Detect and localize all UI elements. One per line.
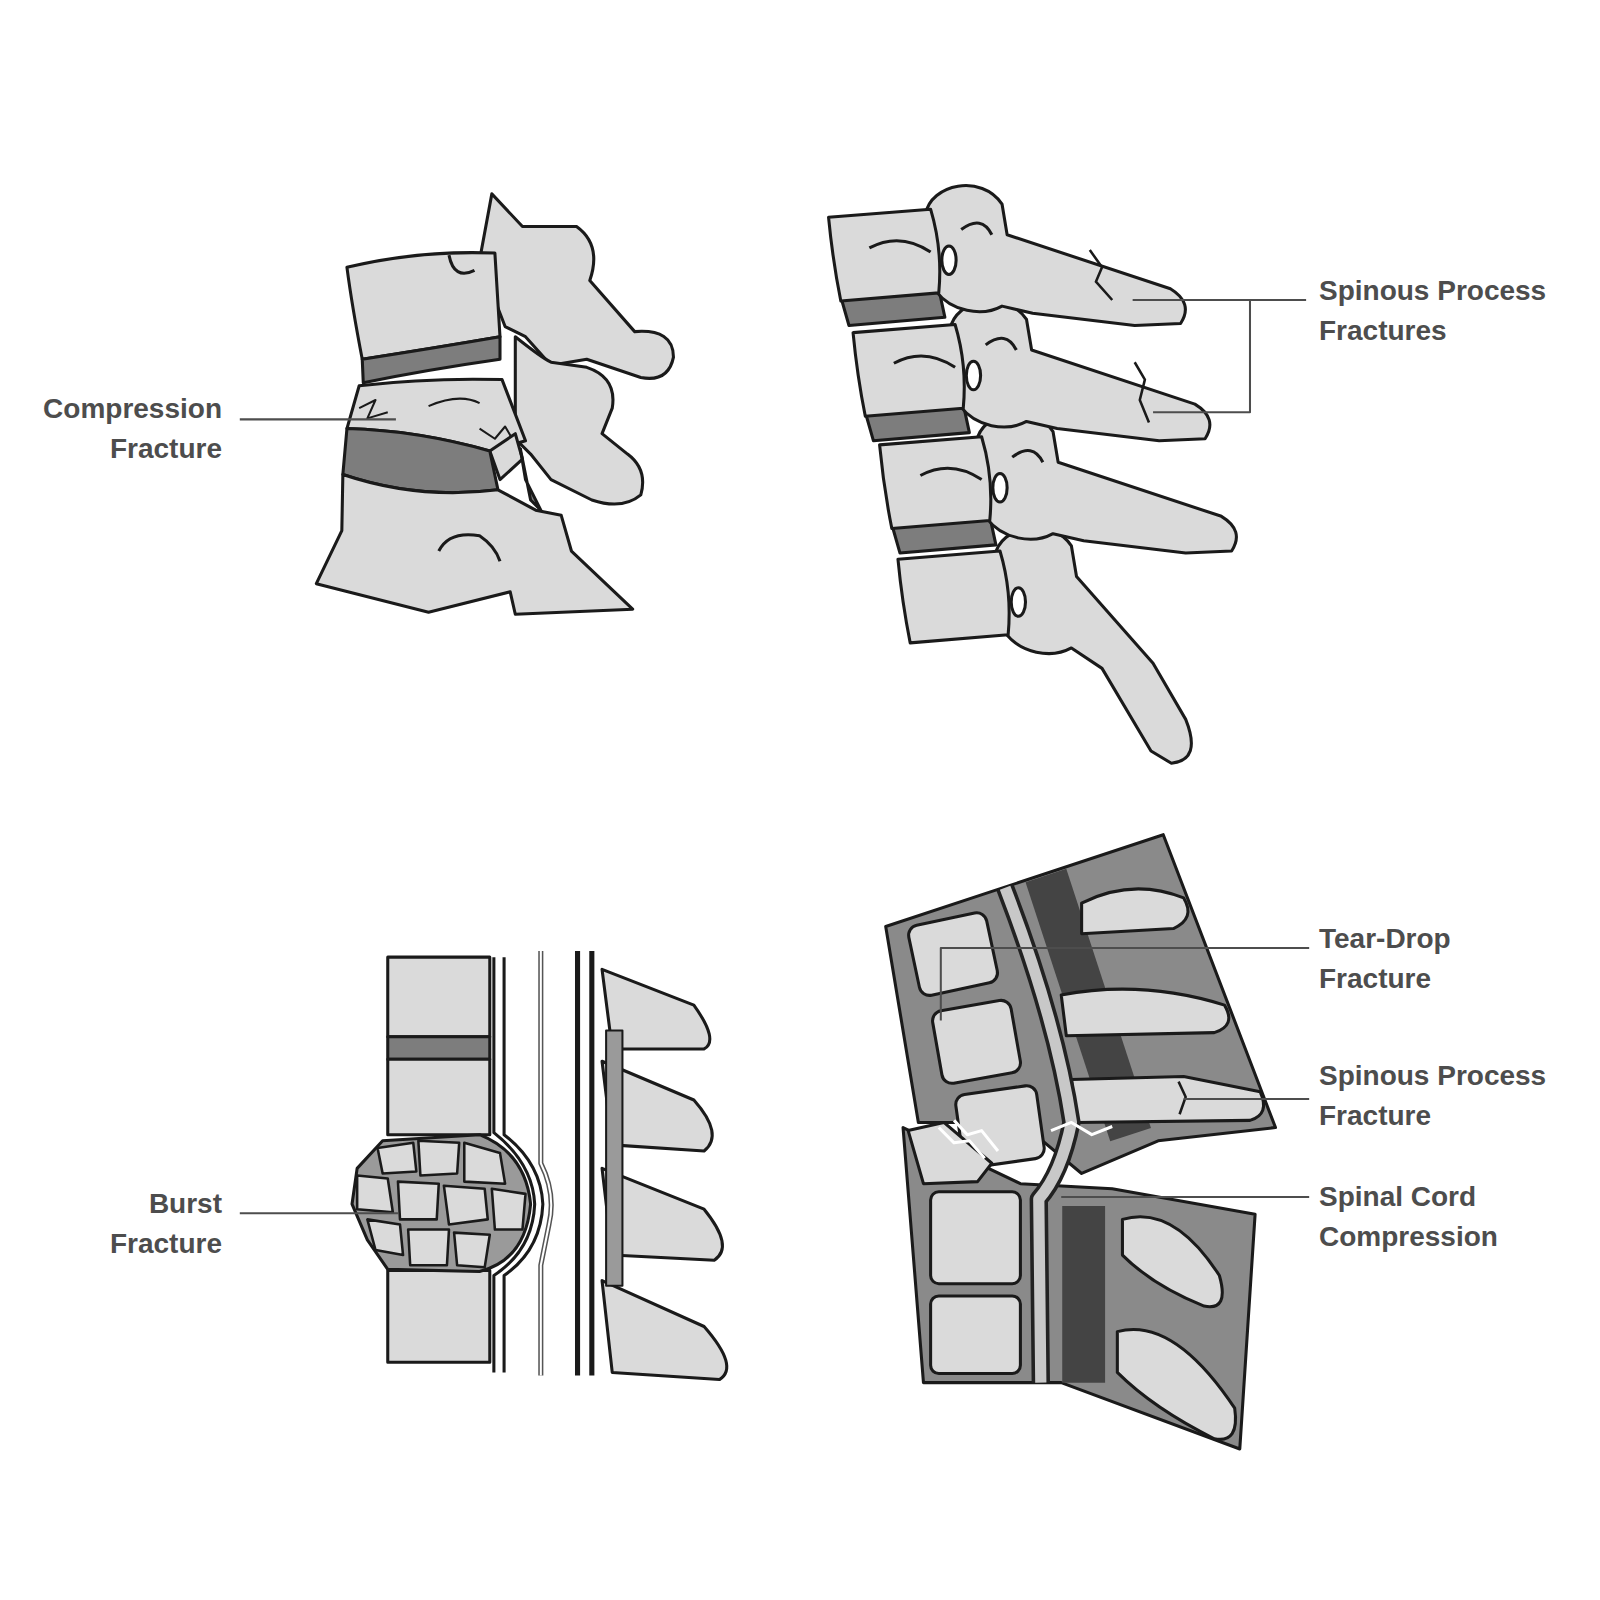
callout-label-box: Spinous Process Fracture [1319,1056,1559,1136]
burst-column-part [388,1037,490,1059]
leader-lines [240,300,1309,1213]
burst-column-part [606,1031,622,1286]
burst-column-part [578,951,592,1375]
teardrop-column-part [939,1120,998,1158]
callout-label: Compression Fracture [22,389,222,469]
compression-vertebrae-part [480,194,674,379]
burst-column-part [504,957,543,1372]
teardrop-column-part [1122,1217,1222,1307]
spinous-vertebrae-part [829,186,1186,326]
teardrop-column-part [1005,888,1071,1383]
callout-label: Tear-Drop Fracture [1319,919,1559,999]
leader-lines-part [240,1212,398,1214]
teardrop-column-part [1117,1329,1235,1439]
callout-label-box: Spinal Cord Compression [1319,1177,1559,1257]
teardrop-column-part [1062,1206,1105,1383]
spinous-vertebrae-part [995,527,1191,763]
teardrop-column-part [1051,1122,1112,1134]
teardrop-column-part [931,1296,1021,1374]
callout-label: Spinal Cord Compression [1319,1177,1559,1257]
teardrop-column-part [1082,889,1188,934]
leader-lines-part [240,418,396,420]
callout-label-box: Tear-Drop Fracture [1319,919,1559,999]
teardrop-column-part [907,911,1000,997]
burst-column-part [388,1270,490,1362]
compression-vertebrae-part [449,255,475,273]
callout-label-box: Burst Fracture [52,1184,222,1264]
burst-column-part [602,1281,727,1380]
burst-column-part [494,957,535,1372]
callout-label: Burst Fracture [52,1184,222,1264]
compression-vertebrae-part [520,449,540,510]
teardrop-column-part [1061,989,1229,1036]
burst-column [352,951,727,1380]
burst-column-part [388,957,490,1037]
compression-vertebrae-part [515,337,642,504]
leader-lines-part [941,948,1309,1020]
burst-column-part [352,1135,531,1272]
spinous-vertebrae-part [1011,588,1025,617]
compression-vertebrae-part [439,535,500,562]
callout-label: Spinous Process Fractures [1319,271,1559,351]
burst-column-part [541,951,551,1375]
leader-lines-part [1061,1196,1309,1198]
compression-vertebrae [316,194,673,614]
fracture-illustration-part [240,186,1309,1449]
spinous-vertebrae [829,186,1237,764]
leader-lines-part [1133,300,1306,412]
callout-label-box: Compression Fracture [22,389,222,469]
teardrop-column-part [931,999,1022,1085]
teardrop-column-part [931,1192,1021,1284]
spinous-vertebrae-part [898,551,1009,643]
callout-label-box: Spinous Process Fractures [1319,271,1559,351]
teardrop-column-part [1005,888,1071,1383]
burst-column-part [388,1059,490,1135]
spinous-vertebrae-part [1090,250,1149,422]
leader-lines-part [1184,1098,1310,1100]
burst-column-part [357,1141,525,1268]
compression-vertebrae-part [362,337,500,383]
callout-label: Spinous Process Fracture [1319,1056,1559,1136]
burst-column-part [541,951,551,1375]
teardrop-column [886,835,1276,1449]
compression-vertebrae-part [316,474,632,614]
